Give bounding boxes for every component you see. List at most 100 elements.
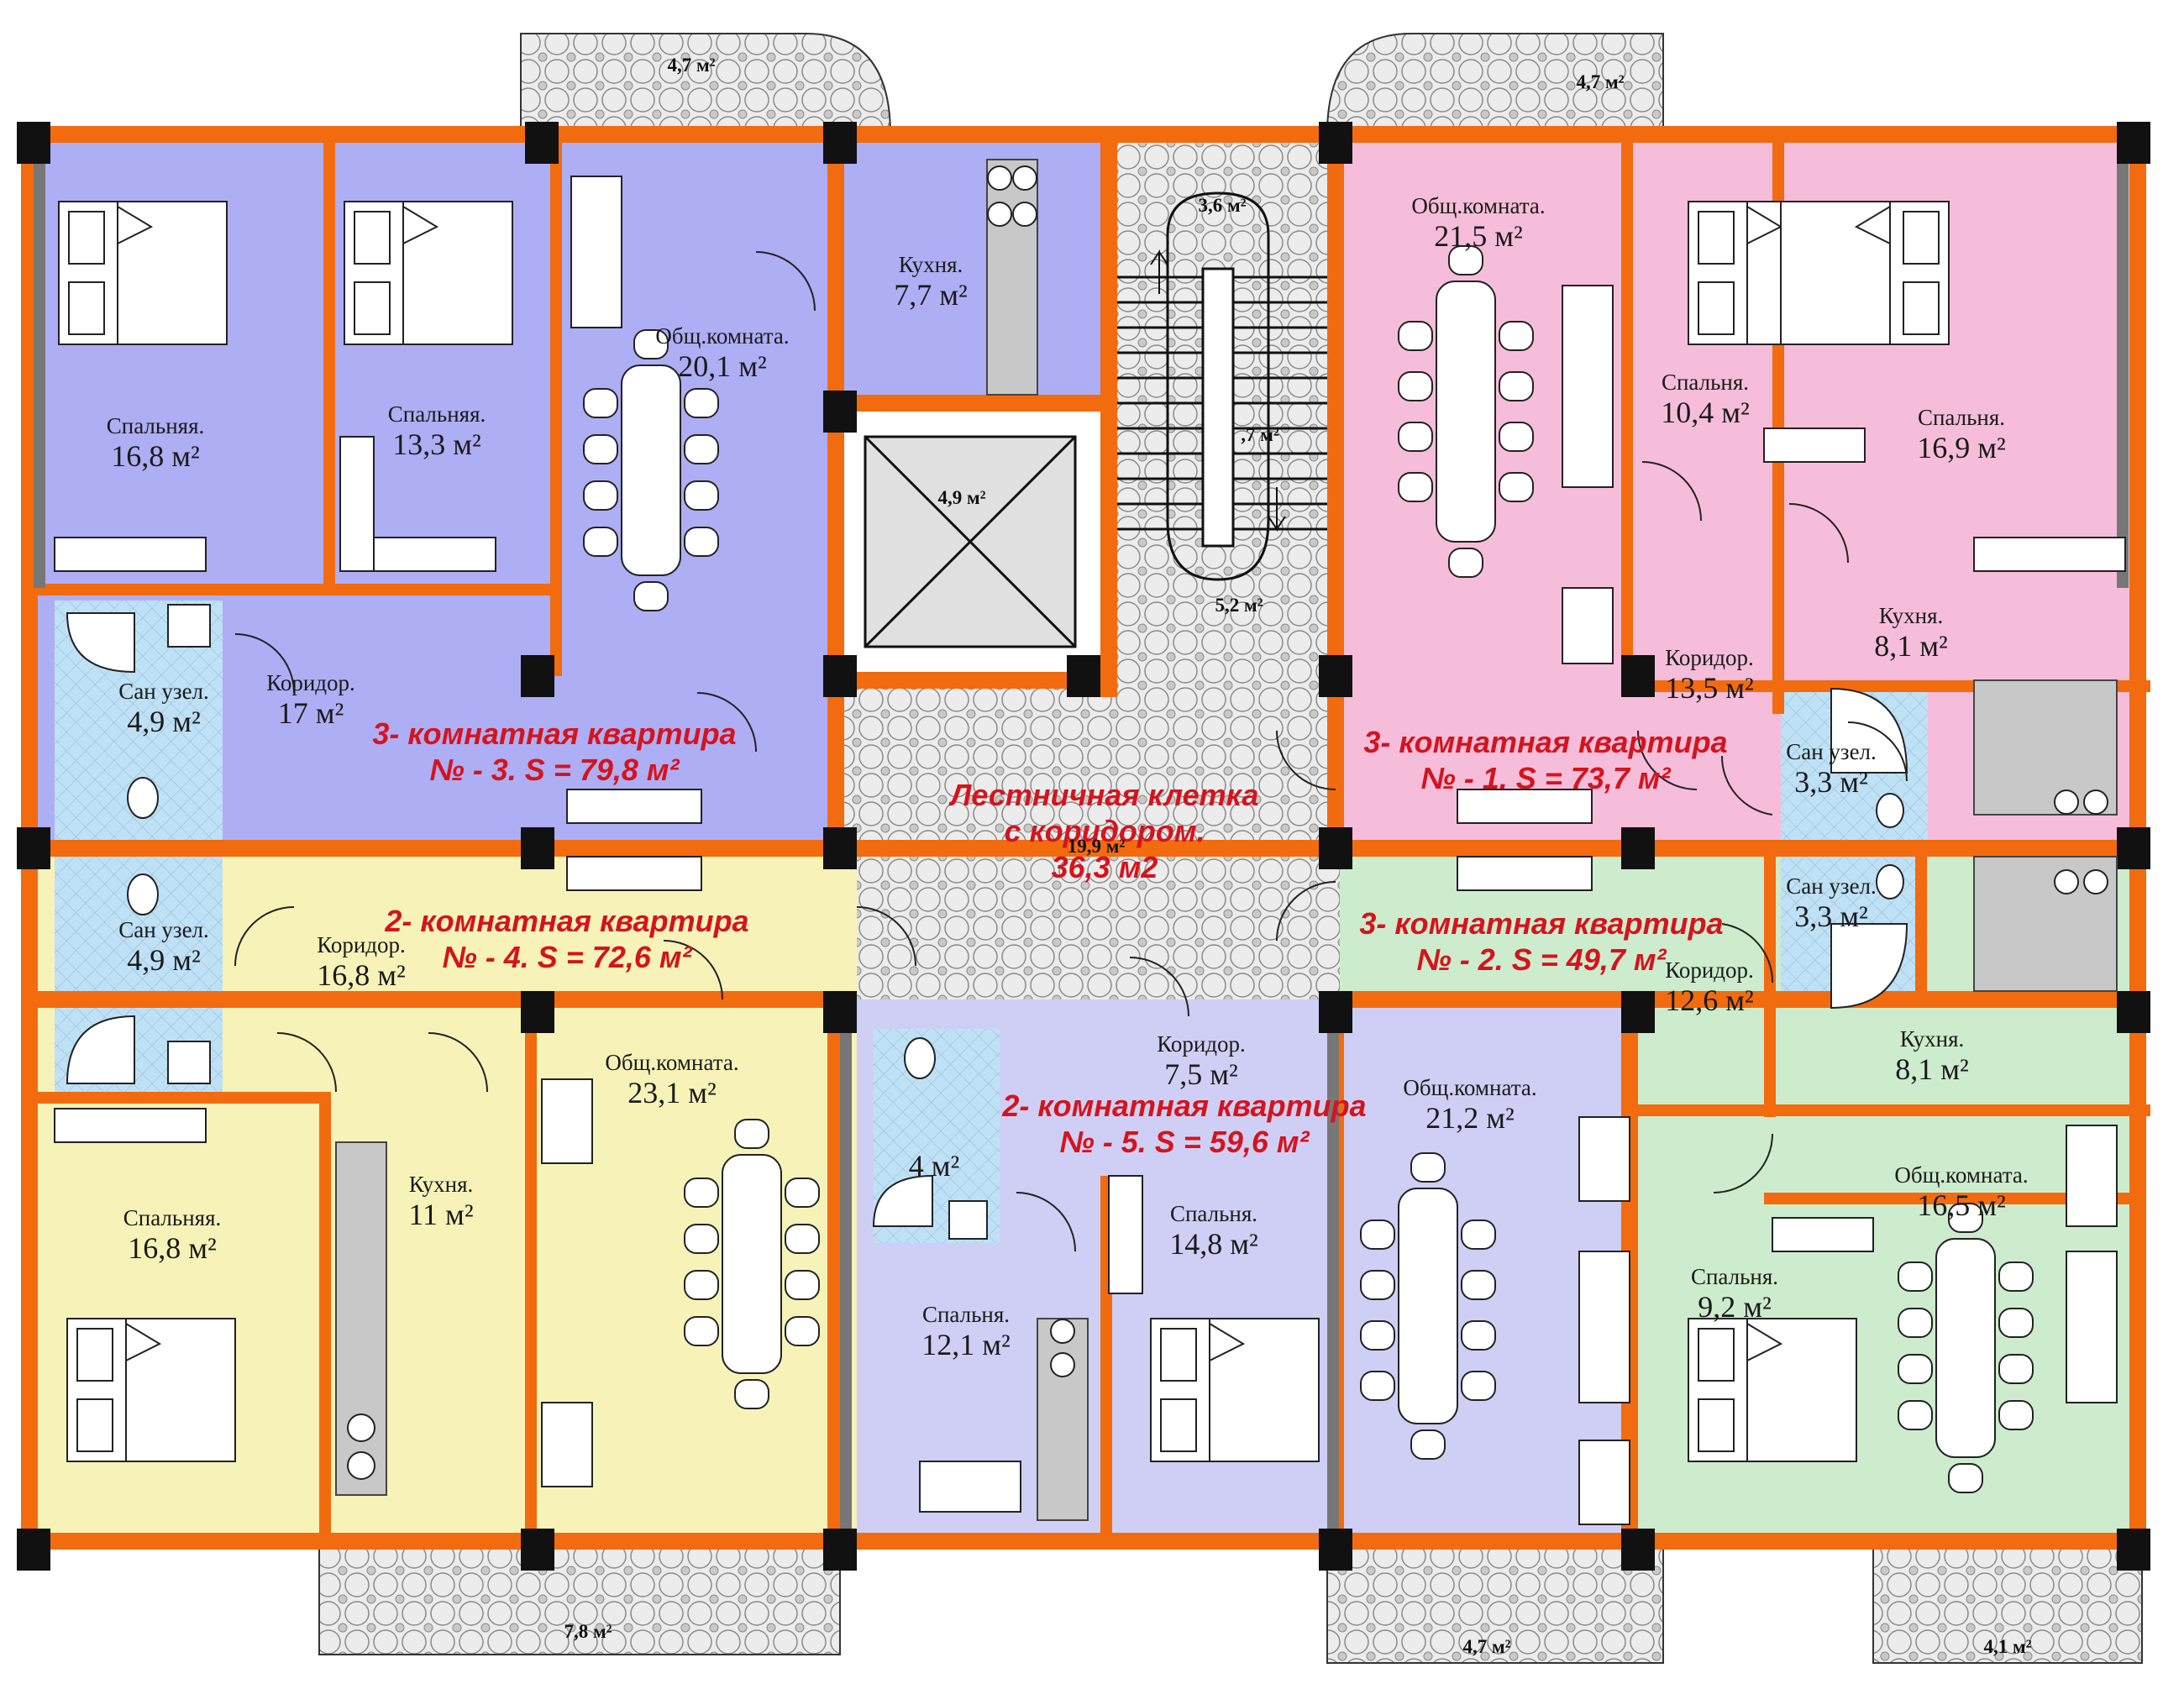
room-name: Коридор.	[1157, 1031, 1246, 1057]
room-bedroom-2: Спальня.9,2 м²	[1691, 1264, 1778, 1324]
room-bedroom-3a: Спальняя.16,8 м²	[107, 413, 205, 474]
room-name: Спальня.	[1917, 405, 2006, 430]
staircase	[1109, 191, 1327, 581]
room-area: 16,9 м²	[1917, 431, 2006, 465]
room-name: Коридор.	[317, 932, 406, 957]
elevator-area: 4,9 м²	[937, 487, 986, 508]
room-area: 16,8 м²	[317, 958, 406, 993]
room-name: Общ.комната.	[655, 323, 790, 349]
room-corridor-1: Коридор.13,5 м²	[1665, 645, 1754, 705]
room-living-2: Общ.комната.16,5 м²	[1894, 1162, 2028, 1223]
room-name: Сан узел.	[118, 679, 209, 704]
room-name: Кухня.	[408, 1172, 474, 1197]
landing-area-top: 3,6 м²	[1198, 195, 1247, 216]
landing-area-bottom: 5,2 м²	[1215, 595, 1263, 616]
room-bath-2: Сан узел.3,3 м²	[1786, 873, 1877, 934]
room-bath-3: Сан узел.4,9 м²	[118, 679, 209, 739]
apartment-area: № - 5. S = 59,6 м²	[1059, 1125, 1310, 1160]
balcony-bottom-right	[1872, 1545, 2143, 1664]
room-area: 20,1 м²	[678, 349, 767, 384]
room-area: 12,6 м²	[1665, 984, 1754, 1018]
room-corridor-3: Коридор.17 м²	[266, 670, 355, 731]
room-name: Общ.комната.	[1411, 193, 1546, 218]
room-name: Сан узел.	[118, 917, 209, 942]
room-name: Спальня.	[1169, 1201, 1258, 1226]
room-area: 7,5 м²	[1164, 1057, 1238, 1092]
room-area: 16,5 м²	[1917, 1188, 2006, 1223]
apartment-type: 3- комнатная квартира	[372, 716, 737, 751]
room-kitchen-2: Кухня.8,1 м²	[1895, 1026, 1969, 1087]
room-name: Спальняя.	[106, 413, 205, 438]
room-area: 4,9 м²	[127, 705, 201, 739]
room-name: Кухня.	[1899, 1026, 1965, 1052]
room-corridor-4: Коридор.16,8 м²	[317, 932, 406, 993]
room-area: 4 м²	[908, 1149, 960, 1183]
room-area: 13,5 м²	[1665, 671, 1754, 705]
apartment-area: № - 3. S = 79,8 м²	[429, 753, 680, 788]
room-name: Спальняя.	[123, 1205, 222, 1230]
room-name: Сан узел.	[1786, 739, 1877, 764]
balcony-top-left	[520, 33, 892, 135]
room-bedroom-5b: Спальня.12,1 м²	[921, 1302, 1011, 1362]
apartment-type: 3- комнатная квартира	[1359, 906, 1724, 941]
stair-flight-area: ,7 м²	[1241, 424, 1279, 445]
room-name: Общ.комната.	[1894, 1162, 2029, 1188]
room-area: 8,1 м²	[1874, 629, 1948, 664]
room-area: 21,2 м²	[1425, 1101, 1515, 1136]
room-area: 17 м²	[277, 696, 344, 731]
balcony-area-top-right: 4,7 м²	[1576, 71, 1625, 92]
staircase-line1: Лестничная клетка	[950, 778, 1259, 812]
room-area: 16,8 м²	[128, 1231, 217, 1266]
room-name: Коридор.	[1665, 957, 1754, 983]
room-bath-1: Сан узел.3,3 м²	[1786, 739, 1877, 800]
apartment-type: 2- комнатная квартира	[385, 904, 749, 938]
room-name: Спальня.	[921, 1302, 1011, 1327]
apartment-type: 3- комнатная квартира	[1363, 725, 1728, 759]
room-area: 21,5 м²	[1434, 219, 1523, 254]
room-area: 11 м²	[408, 1198, 474, 1232]
room-living-1: Общ.комната.21,5 м²	[1411, 193, 1545, 254]
room-area: 7,7 м²	[894, 278, 968, 312]
balcony-group	[318, 33, 2143, 1664]
room-area: 14,8 м²	[1169, 1227, 1258, 1262]
room-living-4: Общ.комната.23,1 м²	[605, 1050, 738, 1110]
kitchen-counters	[335, 159, 2118, 1521]
room-name: Общ.комната.	[1403, 1075, 1537, 1100]
room-name: Кухня.	[1878, 603, 1944, 628]
room-bedroom-3b: Спальняя.13,3 м²	[388, 401, 486, 462]
room-living-3: Общ.комната.20,1 м²	[655, 323, 789, 384]
dining-tables	[583, 245, 2034, 1493]
balcony-area-bottom-left: 7,8 м²	[564, 1621, 612, 1642]
room-name: Коридор.	[266, 670, 355, 695]
room-bath-5: 4 м²	[909, 1149, 960, 1183]
room-area: 16,8 м²	[111, 439, 200, 474]
room-living-5: Общ.комната.21,2 м²	[1403, 1075, 1536, 1136]
apartment-area: № - 4. S = 72,6 м²	[442, 940, 692, 975]
room-area: 23,1 м²	[627, 1076, 717, 1110]
room-area: 12,1 м²	[921, 1328, 1011, 1362]
room-name: Спальняя.	[387, 401, 486, 427]
sanitary	[66, 604, 1908, 1240]
room-area: 4,9 м²	[127, 943, 201, 978]
room-bedroom-4: Спальняя.16,8 м²	[123, 1205, 222, 1266]
room-name: Сан узел.	[1786, 873, 1877, 899]
balcony-area-top-left: 4,7 м²	[667, 55, 716, 76]
kitchen-3-fill	[840, 139, 1126, 407]
staircase-line2: с коридором.	[1004, 814, 1205, 849]
room-bedroom-5a: Спальня.14,8 м²	[1169, 1201, 1258, 1262]
room-bedroom-1a: Спальня.10,4 м²	[1661, 370, 1750, 430]
balcony-area-bottom-mid: 4,7 м²	[1462, 1636, 1511, 1657]
room-name: Спальня.	[1661, 370, 1750, 395]
room-area: 10,4 м²	[1661, 396, 1750, 430]
elevator-shaft	[864, 435, 1077, 648]
room-area: 3,3 м²	[1794, 765, 1868, 800]
apartment-type: 2- комнатная квартира	[1002, 1088, 1367, 1123]
room-area: 9,2 м²	[1698, 1290, 1772, 1324]
wardrobes	[54, 427, 2126, 1294]
